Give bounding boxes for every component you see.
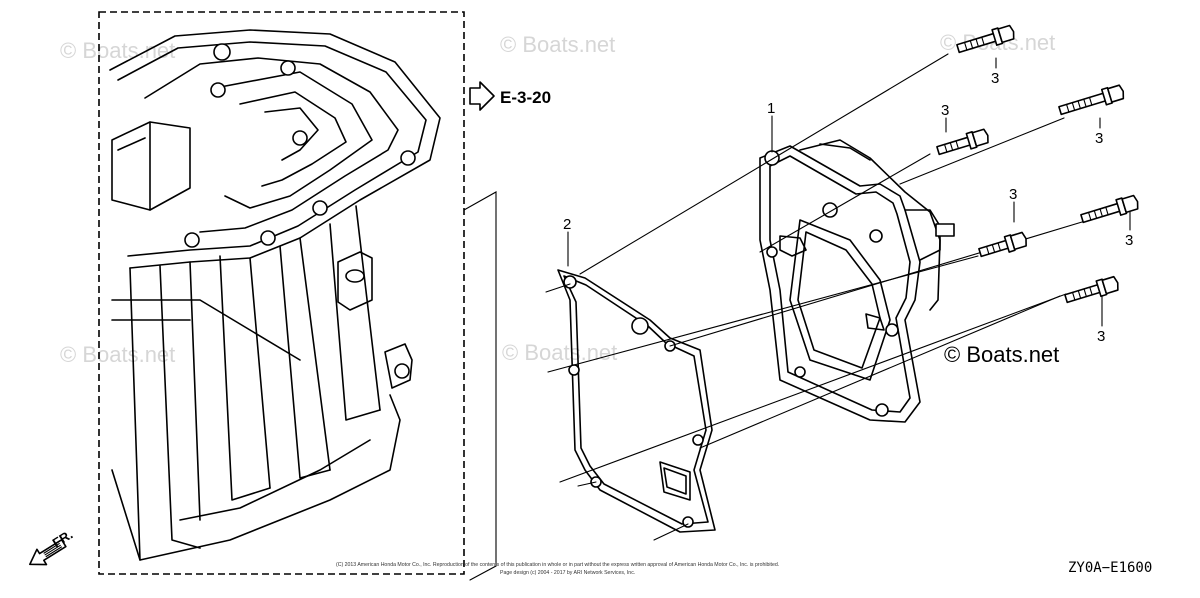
callout-bolt: 3 (1097, 328, 1105, 345)
callout-bolt: 3 (991, 70, 999, 87)
bolt-f (1064, 275, 1119, 304)
extension-case-drawing (109, 29, 441, 561)
bolt-b (936, 128, 989, 156)
watermark: © Boats.net (60, 342, 175, 367)
cover-drawing (759, 139, 955, 423)
callout-bolt: 3 (941, 102, 949, 119)
reference-box (98, 11, 465, 575)
reference-label: E-3-20 (500, 88, 551, 107)
copyright-line: (C) 2013 American Honda Motor Co., Inc. … (336, 562, 779, 568)
gasket-drawing (557, 269, 716, 533)
bolt-e (1080, 194, 1139, 224)
watermark-main: © Boats.net (944, 342, 1059, 367)
copyright-line: Page design (c) 2004 - 2017 by ARI Netwo… (500, 570, 635, 576)
callout-bolt: 3 (1009, 186, 1017, 203)
callout-bolt: 3 (1095, 130, 1103, 147)
bolt-d (978, 231, 1027, 258)
front-arrow-icon (29, 538, 67, 566)
reference-arrow (469, 81, 495, 111)
alignment-lines (545, 53, 1083, 541)
callout-part-1: 1 (767, 100, 775, 117)
callout-bolt: 3 (1125, 232, 1133, 249)
bolt-c (1058, 84, 1125, 116)
watermark: © Boats.net (500, 32, 615, 57)
watermark: © Boats.net (502, 340, 617, 365)
callout-part-2: 2 (563, 216, 571, 233)
bolt-a (956, 24, 1015, 54)
leader-line (463, 191, 497, 581)
diagram-code: ZY0A−E1600 (1068, 560, 1152, 576)
